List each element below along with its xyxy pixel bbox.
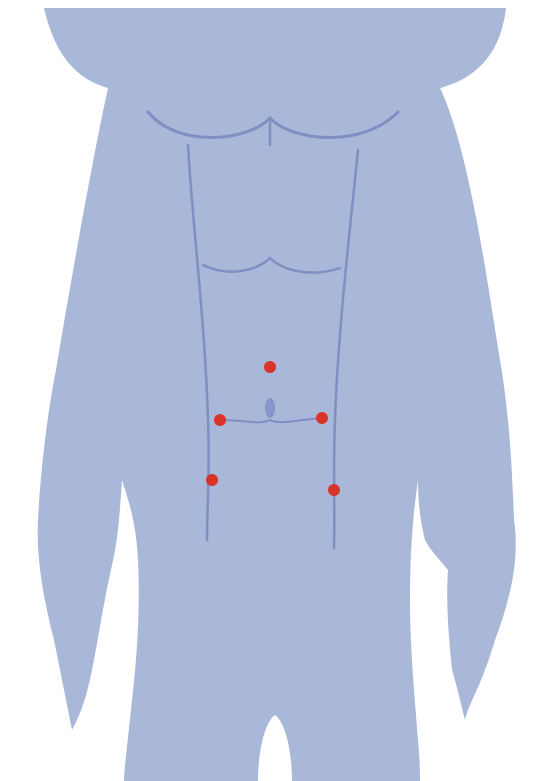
marker-dot (328, 484, 340, 496)
marker-dot (264, 361, 276, 373)
marker-dot (206, 474, 218, 486)
marker-dot (214, 414, 226, 426)
navel (265, 398, 275, 418)
marker-dot (316, 412, 328, 424)
